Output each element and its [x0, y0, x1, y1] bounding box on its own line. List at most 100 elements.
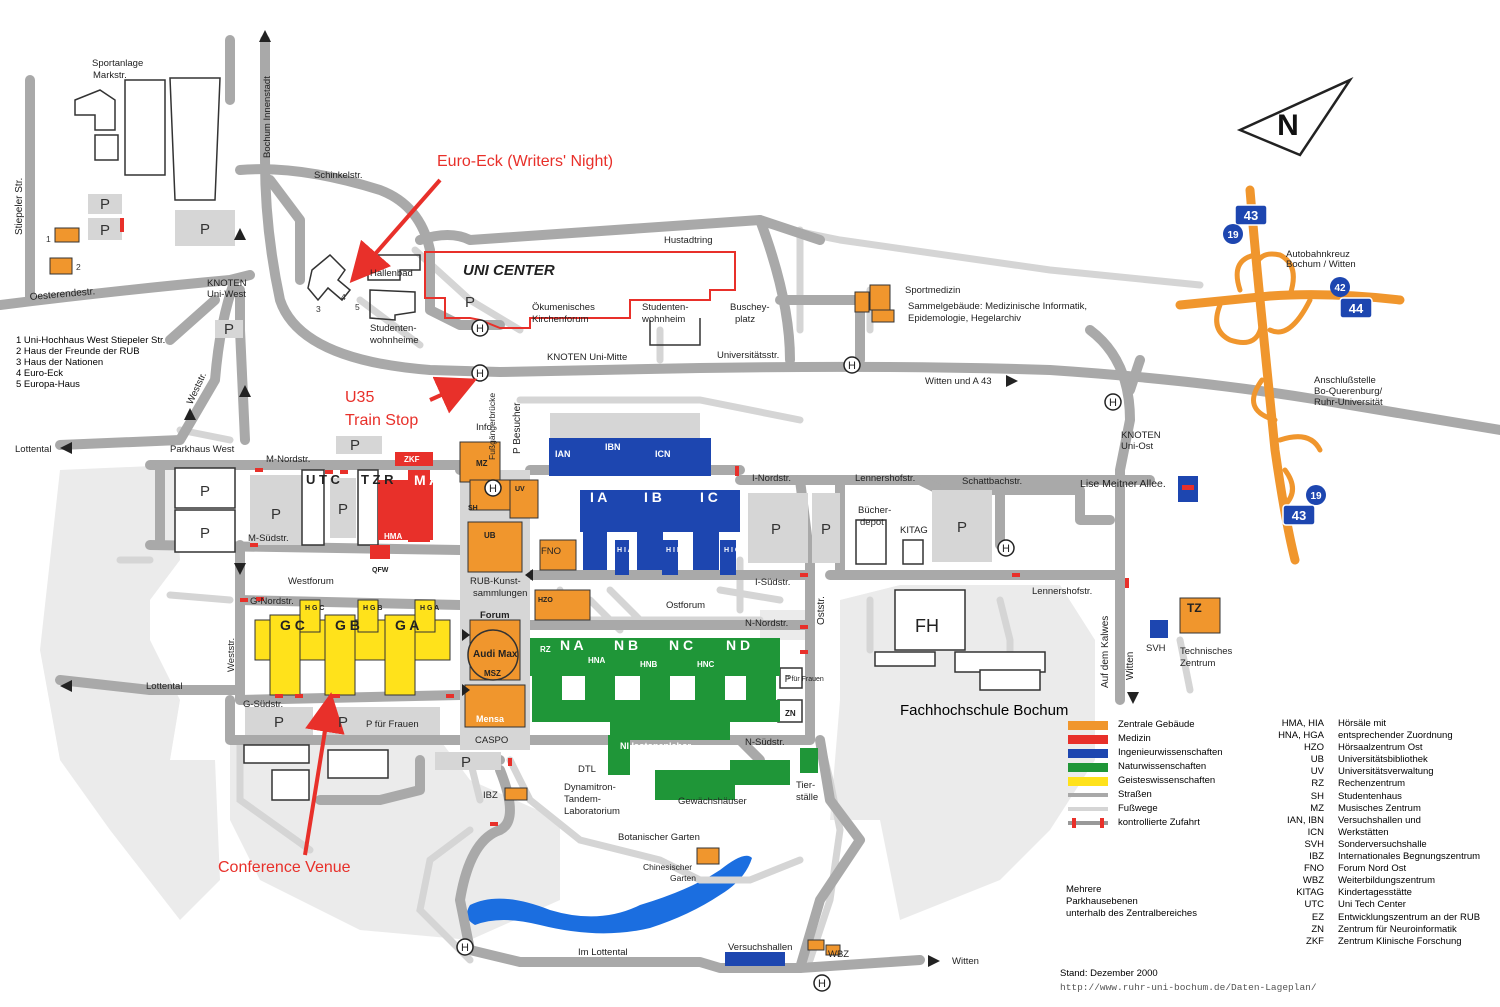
studentenwohnheim-outline — [649, 318, 701, 346]
abbreviation-key: MZ — [1310, 802, 1324, 814]
motorway-43-shield-bottom — [1282, 504, 1316, 526]
svg-text:Lise Meitner Allee.: Lise Meitner Allee. — [1080, 478, 1166, 490]
list-item: 5 Europa-Haus — [16, 379, 80, 390]
svg-text:HZO: HZO — [538, 597, 553, 604]
svg-text:Info: Info — [476, 422, 492, 433]
svg-text:P für Frauen: P für Frauen — [366, 719, 419, 730]
fh-bochum-label: Fachhochschule Bochum — [900, 702, 1069, 719]
bus-stop-icon — [997, 539, 1015, 557]
svg-text:KNOTEN Uni-Mitte: KNOTEN Uni-Mitte — [547, 352, 627, 363]
svg-text:P: P — [274, 714, 284, 731]
abbreviation-value: Internationales Begnungszentrum — [1338, 851, 1481, 863]
abbreviation-key: FNO — [1303, 863, 1324, 875]
bus-stop-icon — [456, 938, 474, 956]
svg-text:Stiepeler Str.: Stiepeler Str. — [14, 178, 25, 235]
arrow-right-icon — [928, 955, 940, 967]
svg-text:M A: M A — [414, 472, 439, 488]
svg-text:43: 43 — [1292, 508, 1306, 523]
bus-stop-icon — [484, 479, 502, 497]
arrow-down-icon — [234, 563, 246, 575]
svg-text:Uni-West: Uni-West — [207, 289, 246, 300]
arrow-up-icon — [234, 228, 246, 240]
svg-text:Bochum / Witten: Bochum / Witten — [1286, 259, 1356, 270]
svg-text:Audi Max: Audi Max — [473, 649, 518, 660]
svg-text:Hustadtring: Hustadtring — [664, 235, 713, 246]
svg-text:RZ: RZ — [540, 645, 551, 654]
bus-stop-icons: H H H H H H H H — [456, 319, 1122, 992]
abbreviation-key: ICN — [1307, 826, 1324, 838]
svg-text:Studenten-: Studenten- — [642, 302, 688, 313]
legend-swatch — [1068, 748, 1108, 758]
svg-text:RUB-Kunst-: RUB-Kunst- — [470, 576, 521, 587]
svg-text:H: H — [476, 368, 484, 380]
svg-text:IBN: IBN — [605, 442, 621, 452]
date-stamp: Stand: Dezember 2000 — [1060, 968, 1158, 979]
abbreviation-key: RZ — [1311, 778, 1324, 790]
legend-swatch — [1068, 734, 1108, 744]
svg-text:Weststr.: Weststr. — [226, 638, 237, 672]
svg-text:Zentrum: Zentrum — [1180, 658, 1215, 669]
abbreviation-value: Uni Tech Center — [1338, 899, 1406, 911]
humanities-buildings — [254, 599, 451, 696]
svg-text:H: H — [1109, 397, 1117, 409]
svg-text:TZ: TZ — [1187, 601, 1202, 615]
abbreviation-key: WBZ — [1302, 875, 1324, 887]
svg-text:Lennershofstr.: Lennershofstr. — [1032, 586, 1092, 597]
source-url: http://www.ruhr-uni-bochum.de/Daten-Lage… — [1060, 982, 1317, 993]
svg-text:Im Lottental: Im Lottental — [578, 947, 628, 958]
svg-text:N A: N A — [560, 637, 584, 653]
svg-text:HMA: HMA — [384, 532, 402, 541]
abbreviation-key: UTC — [1304, 899, 1324, 911]
svg-text:ZN: ZN — [785, 709, 796, 718]
svg-text:Westforum: Westforum — [288, 576, 334, 587]
svg-text:depot: depot — [860, 517, 884, 528]
legend-label: Straßen — [1118, 789, 1152, 800]
studentenwohnheime-outline — [369, 289, 416, 321]
list-item: 3 Haus der Nationen — [16, 357, 104, 368]
svg-text:Kirchenforum: Kirchenforum — [532, 314, 589, 325]
svg-text:I A: I A — [590, 489, 607, 505]
svg-text:5: 5 — [355, 302, 360, 312]
sport-buildings — [74, 79, 166, 176]
svg-text:DTL: DTL — [578, 764, 596, 775]
svg-text:Laboratorium: Laboratorium — [564, 806, 620, 817]
svg-text:Sammelgebäude: Medizinische In: Sammelgebäude: Medizinische Informatik, — [908, 301, 1087, 312]
bus-stop-icon — [471, 319, 489, 337]
svg-text:wohnheim: wohnheim — [641, 314, 685, 325]
natural-science-buildings — [530, 638, 818, 800]
list-item: 2 Haus der Freunde der RUB — [16, 346, 140, 357]
svg-text:Mensa: Mensa — [476, 714, 505, 724]
building-labels: IAN IBN ICN I A I B I C H I A H I B H I … — [280, 442, 1202, 751]
svg-text:G B: G B — [335, 617, 360, 633]
bus-stop-icon — [843, 356, 861, 374]
svg-text:P: P — [461, 754, 471, 771]
annotation-u35-line1: U35 — [345, 389, 375, 406]
legend-label: Medizin — [1118, 733, 1151, 744]
arrow-up-icon — [239, 385, 251, 397]
svg-text:G-Nordstr.: G-Nordstr. — [250, 596, 294, 607]
legend-swatch — [1068, 720, 1108, 730]
svg-text:MZ: MZ — [476, 459, 488, 468]
svg-text:Autobahnkreuz: Autobahnkreuz — [1286, 249, 1350, 260]
svg-text:P: P — [785, 674, 792, 685]
svg-text:Tandem-: Tandem- — [564, 794, 601, 805]
svg-text:U T C: U T C — [306, 472, 341, 487]
svg-text:P für Frauen: P für Frauen — [785, 676, 824, 683]
svg-text:P: P — [271, 506, 281, 523]
arrow-right-icon — [462, 629, 470, 641]
svg-text:HNA: HNA — [588, 656, 606, 665]
svg-text:KITAG: KITAG — [900, 525, 928, 536]
svg-text:Schattbachstr.: Schattbachstr. — [962, 476, 1022, 487]
legend-swatch — [1068, 762, 1108, 772]
svg-text:4: 4 — [341, 292, 346, 302]
abbreviation-value: Zentrum für Neuroinformatik — [1338, 923, 1457, 935]
arrow-down-icon — [1127, 692, 1139, 704]
abbreviation-value: Sonderversuchshalle — [1338, 838, 1427, 850]
svg-text:Forum: Forum — [480, 610, 510, 621]
svg-text:HNC: HNC — [697, 660, 715, 669]
svg-text:Chinesischer: Chinesischer — [643, 862, 692, 872]
